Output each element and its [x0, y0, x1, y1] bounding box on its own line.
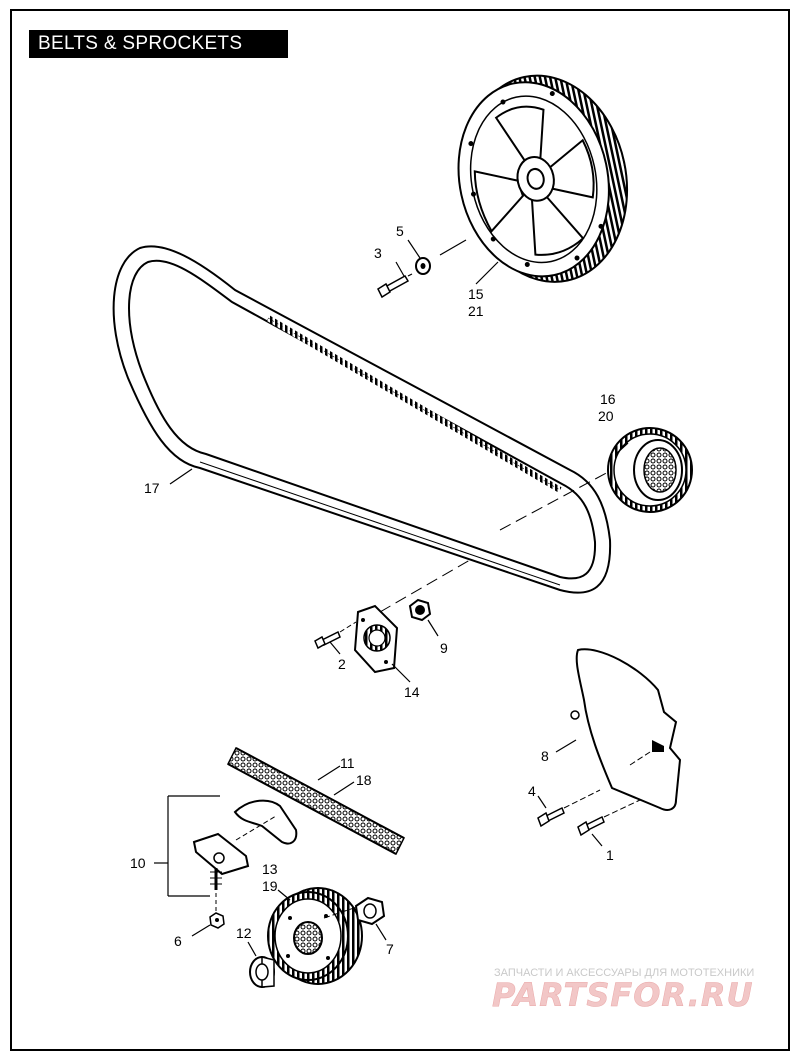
callout-6: 6 [174, 933, 182, 949]
sprocket-nut [408, 598, 432, 622]
sprocket-retaining-nut [354, 896, 386, 926]
callout-21: 21 [468, 303, 484, 319]
sprocket-lock-plate [353, 604, 399, 674]
drive-belt [112, 245, 612, 594]
callout-7: 7 [386, 941, 394, 957]
page-title: BELTS & SPROCKETS [29, 30, 288, 58]
watermark-caption: ЗАПЧАСТИ И АКСЕССУАРЫ ДЛЯ МОТОТЕХНИКИ [494, 967, 754, 979]
cover-screw-upper [537, 789, 601, 828]
callout-4: 4 [528, 783, 536, 799]
callout-11: 11 [340, 755, 355, 771]
callout-5: 5 [396, 223, 404, 239]
callout-19: 19 [262, 878, 278, 894]
callout-9: 9 [440, 640, 448, 656]
callout-12: 12 [236, 925, 252, 941]
pulley-washer [415, 257, 431, 275]
lock-plate-screw [314, 621, 357, 650]
rear-pulley [457, 74, 629, 283]
callout-1: 1 [606, 847, 614, 863]
callout-3: 3 [374, 245, 382, 261]
callout-16: 16 [600, 391, 616, 407]
pulley-bolt [377, 273, 413, 299]
tensioner-nut [209, 912, 225, 929]
callout-8: 8 [541, 748, 549, 764]
callout-14: 14 [404, 684, 420, 700]
chain-tensioner-assembly [192, 799, 298, 890]
callout-20: 20 [598, 408, 614, 424]
callout-2: 2 [338, 656, 346, 672]
callout-13: 13 [262, 861, 278, 877]
watermark-logo: PARTSFOR.RU [492, 976, 753, 1014]
callout-15: 15 [468, 286, 484, 302]
callout-10: 10 [130, 855, 146, 871]
cover-screw-lower [577, 799, 641, 837]
sprocket-spacer [249, 956, 275, 988]
engine-sprocket [267, 887, 363, 985]
primary-chain [227, 746, 405, 856]
transmission-sprocket [607, 427, 693, 513]
callout-18: 18 [356, 772, 372, 788]
sprocket-cover [570, 648, 682, 811]
callout-17: 17 [144, 480, 160, 496]
